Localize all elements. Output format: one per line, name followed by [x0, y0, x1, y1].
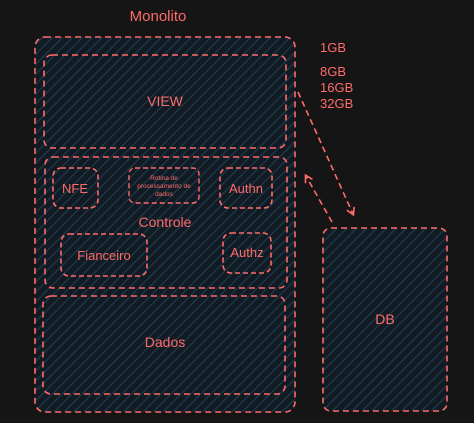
nfe-module-box	[52, 167, 99, 209]
authn-module-box	[219, 167, 273, 209]
memory-option-16gb: 16GB	[320, 80, 353, 95]
fianceiro-module-box	[60, 233, 148, 277]
db-label: DB	[375, 311, 394, 327]
rotina-module-label-line2: processamento de	[137, 183, 191, 190]
authz-module-label: Authz	[230, 245, 263, 260]
view-layer-box	[43, 54, 287, 149]
rotina-module-label-line3: dados	[155, 191, 173, 198]
memory-option-32gb: 32GB	[320, 96, 353, 111]
rotina-module-label-line1: Rotina de	[150, 175, 178, 182]
db-box	[322, 227, 448, 412]
view-layer-label: VIEW	[147, 93, 184, 109]
dados-layer-box	[42, 295, 286, 395]
rotina-module-box	[128, 167, 200, 204]
diagram-title: Monolito	[130, 8, 187, 25]
authz-module-box	[222, 232, 272, 274]
authn-module-label: Authn	[229, 181, 263, 196]
db-to-controle-arrow	[304, 173, 333, 223]
controle-layer-label: Controle	[139, 214, 192, 230]
memory-option-1gb: 1GB	[320, 40, 346, 55]
nfe-module-label: NFE	[62, 181, 88, 196]
view-to-db-arrow	[297, 91, 355, 217]
dados-layer-label: Dados	[145, 334, 185, 350]
memory-option-8gb: 8GB	[320, 64, 346, 79]
fianceiro-module-label: Fianceiro	[77, 248, 130, 263]
